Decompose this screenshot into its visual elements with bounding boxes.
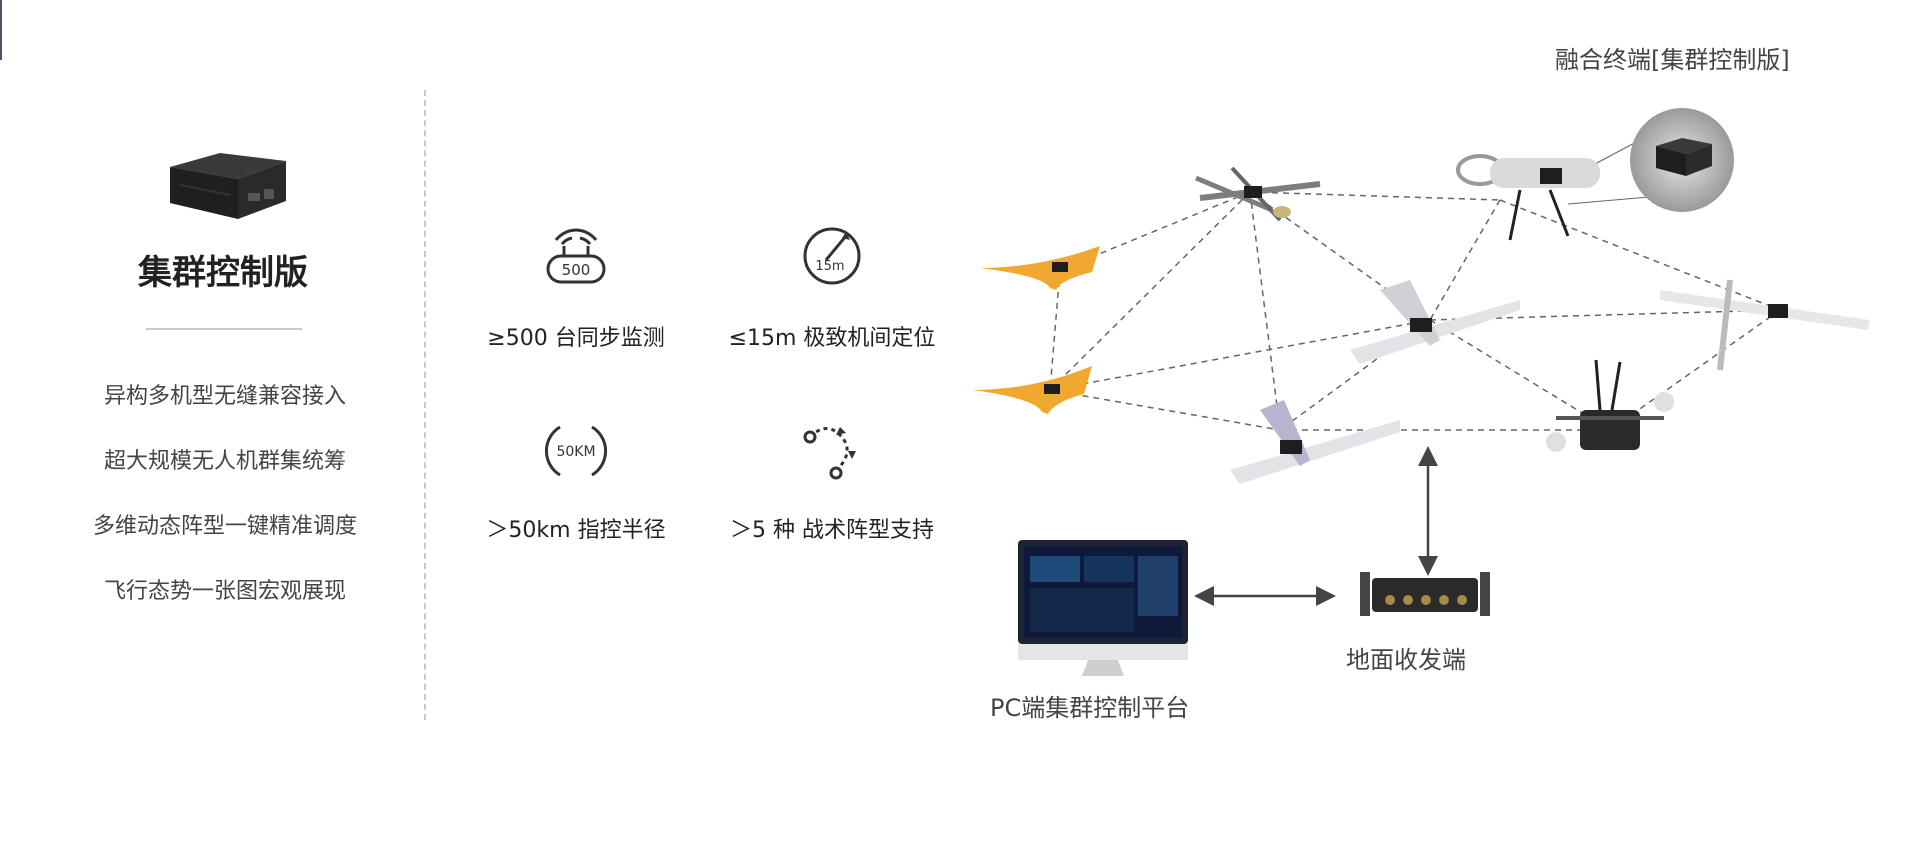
title-underline bbox=[146, 328, 302, 330]
icon-text: 500 bbox=[562, 261, 591, 279]
product-title: 集群控制版 bbox=[138, 253, 308, 293]
terminal-box-image bbox=[170, 153, 286, 219]
spec-label: ≥500 台同步监测 bbox=[487, 326, 665, 351]
vtol-fixedwing-drone bbox=[1350, 280, 1520, 364]
feature-item: 飞行态势一张图宏观展现 bbox=[103, 579, 346, 604]
flying-wing-drone bbox=[980, 246, 1100, 290]
icon-text: 50KM bbox=[556, 444, 595, 460]
feature-item: 异构多机型无缝兼容接入 bbox=[103, 384, 346, 409]
network-links bbox=[1049, 191, 1781, 431]
quadcopter-drone bbox=[1546, 359, 1674, 452]
spec-label: ＞5 种 战术阵型支持 bbox=[730, 518, 934, 543]
wifi-router-icon: 500 bbox=[546, 228, 606, 284]
feature-item: 超大规模无人机群集统筹 bbox=[103, 449, 346, 474]
spec-label: ＞50km 指控半径 bbox=[486, 518, 666, 543]
ground-transceiver-image bbox=[1360, 572, 1490, 616]
long-wing-drone bbox=[1660, 279, 1870, 371]
section-divider bbox=[424, 90, 426, 720]
swarm-network-diagram bbox=[972, 108, 1870, 676]
terminal-label: 融合终端[集群控制版] bbox=[1555, 46, 1790, 74]
tiltrotor-drone bbox=[1456, 154, 1600, 241]
loitering-munition-drone bbox=[1195, 166, 1321, 222]
feature-item: 多维动态阵型一键精准调度 bbox=[92, 514, 357, 539]
pc-monitor-image bbox=[1018, 540, 1188, 676]
icon-text: 15m bbox=[815, 259, 844, 274]
edge-marker bbox=[0, 0, 2, 60]
spec-label: ≤15m 极致机间定位 bbox=[728, 326, 936, 351]
vtol-fixedwing-drone bbox=[1230, 400, 1400, 484]
ground-station-label: 地面收发端 bbox=[1346, 646, 1466, 674]
flying-wing-drone bbox=[972, 366, 1092, 414]
range-gauge-icon: 15m bbox=[803, 227, 861, 285]
radius-ring-icon: 50KM bbox=[544, 425, 608, 477]
pc-platform-label: PC端集群控制平台 bbox=[990, 694, 1190, 722]
formation-path-icon bbox=[803, 427, 856, 480]
